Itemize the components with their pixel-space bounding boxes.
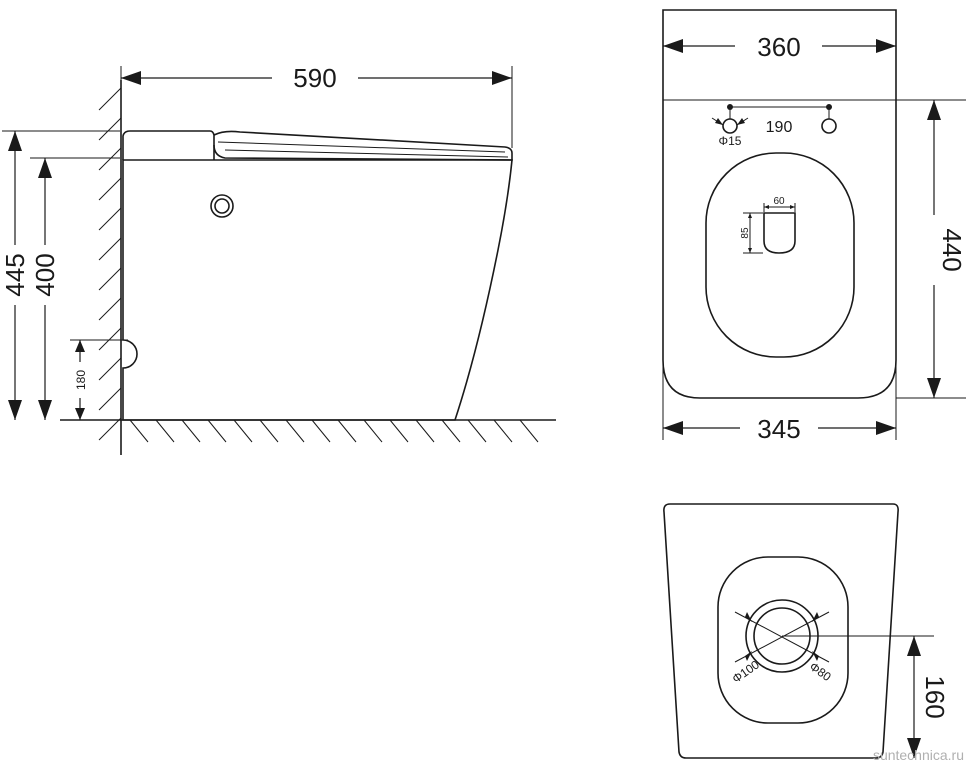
top-view-outline xyxy=(662,9,897,399)
seat-lid xyxy=(213,130,513,161)
flush-button xyxy=(210,194,234,218)
side-view: 590 445 400 180 xyxy=(0,63,556,455)
bottom-view-outline xyxy=(663,503,899,759)
outlet-shape xyxy=(763,212,796,254)
top-view: 360 440 345 190 Φ15 xyxy=(662,9,967,444)
rim-height-label: 400 xyxy=(30,253,60,296)
bowl-outline xyxy=(705,152,855,358)
wall-hatching xyxy=(98,87,122,441)
bottom-view: Φ100 Φ80 160 xyxy=(663,503,950,759)
outlet-inner-label: Φ80 xyxy=(807,659,834,684)
depth-label-top: 440 xyxy=(937,228,967,271)
hole-spacing-label: 190 xyxy=(766,119,793,136)
base-footprint xyxy=(717,556,849,724)
top-width-label: 360 xyxy=(757,32,800,62)
tank-top xyxy=(122,130,215,160)
depth-label: 590 xyxy=(293,63,336,93)
hole-diameter-label: Φ15 xyxy=(719,134,742,148)
outlet-width-label: 60 xyxy=(773,196,785,207)
mounting-hole-left xyxy=(722,118,738,134)
floor-hatching xyxy=(129,419,539,443)
bottom-width-label: 345 xyxy=(757,414,800,444)
outlet-length-label: 85 xyxy=(740,227,751,239)
outlet-offset-label: 160 xyxy=(920,675,950,718)
toilet-body-outline xyxy=(122,159,513,421)
total-height-label: 445 xyxy=(0,253,30,296)
outlet-height-label: 180 xyxy=(74,370,88,390)
watermark: suntechnica.ru xyxy=(873,747,964,763)
mounting-hole-right xyxy=(821,118,837,134)
